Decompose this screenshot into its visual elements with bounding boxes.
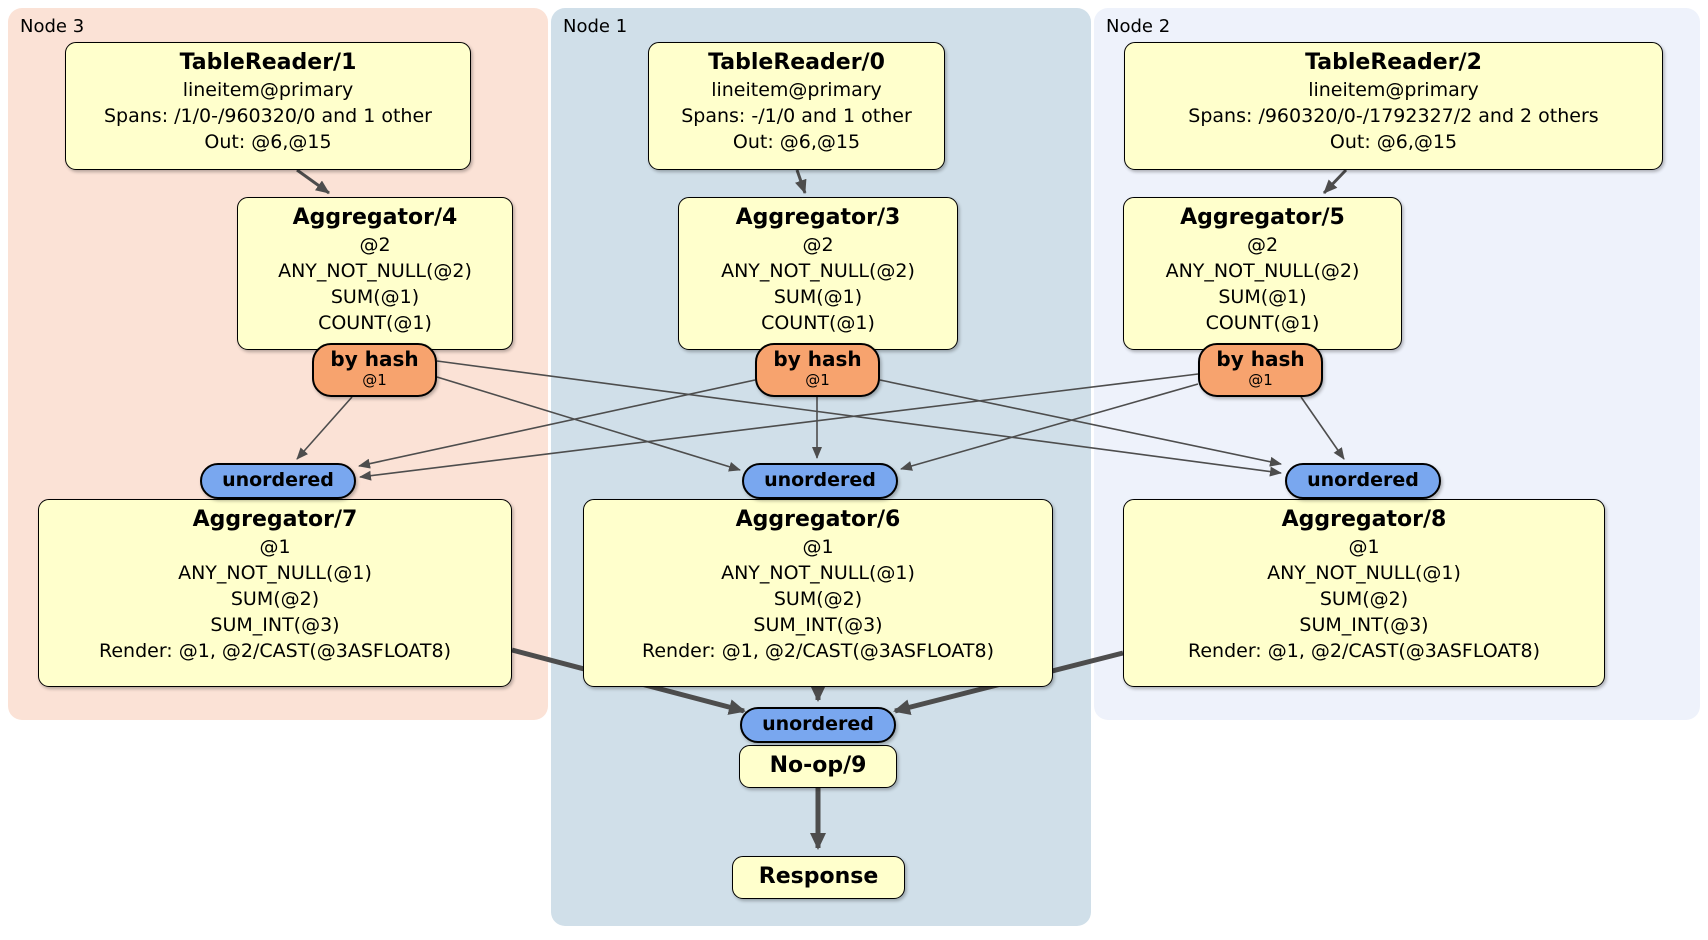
processor-detail-line: lineitem@primary bbox=[711, 79, 882, 101]
processor-detail-line: SUM(@2) bbox=[230, 588, 320, 610]
processor-detail-line: SUM(@1) bbox=[1218, 286, 1307, 308]
processor-detail-line: lineitem@primary bbox=[182, 79, 354, 101]
sync-unordered-node3: unordered bbox=[200, 463, 356, 499]
edge-bh1-u3 bbox=[436, 360, 1282, 477]
processor-detail-line: Render: @1, @2/CAST(@3ASFLOAT8) bbox=[99, 640, 451, 662]
edge-tr1-agg4 bbox=[296, 168, 330, 195]
edge-bh3-u2 bbox=[900, 383, 1199, 471]
edge-tr2-agg5 bbox=[1322, 168, 1348, 195]
processor-title: Aggregator/4 bbox=[292, 205, 458, 230]
processor-detail-line: SUM_INT(@3) bbox=[753, 614, 883, 636]
processor-detail-line: ANY_NOT_NULL(@2) bbox=[1165, 260, 1360, 282]
processor-detail-line: Render: @1, @2/CAST(@3ASFLOAT8) bbox=[1188, 640, 1540, 662]
processor-detail-line: COUNT(@1) bbox=[318, 312, 432, 334]
router-key: @1 bbox=[1248, 371, 1273, 389]
edge-bh2-u3 bbox=[879, 379, 1282, 467]
router-label: by hash bbox=[773, 347, 862, 371]
edge-bh3-u1 bbox=[359, 373, 1199, 481]
processor-detail-line: ANY_NOT_NULL(@1) bbox=[721, 562, 915, 584]
processor-title: TableReader/1 bbox=[179, 50, 357, 75]
sync-unordered-final: unordered bbox=[740, 707, 896, 743]
processor-title: TableReader/0 bbox=[708, 50, 885, 75]
edge-tr0-agg3 bbox=[795, 169, 807, 194]
processor-detail-line: SUM(@1) bbox=[330, 286, 420, 308]
edge-bh1-u2 bbox=[436, 376, 741, 472]
processor-detail-line: ANY_NOT_NULL(@1) bbox=[178, 562, 372, 584]
processor-detail-line: @2 bbox=[802, 234, 834, 256]
processor-detail-line: COUNT(@1) bbox=[761, 312, 875, 334]
processor-detail-line: Out: @6,@15 bbox=[204, 131, 332, 153]
processor-detail-line: SUM(@1) bbox=[773, 286, 863, 308]
sync-unordered-node1: unordered bbox=[742, 463, 898, 499]
processor-detail-line: ANY_NOT_NULL(@2) bbox=[278, 260, 472, 282]
processor-detail-line: @1 bbox=[259, 536, 291, 558]
processor-detail-line: Out: @6,@15 bbox=[1329, 131, 1458, 153]
processor-title: No-op/9 bbox=[769, 753, 867, 778]
processor-noop-9: No-op/9 bbox=[739, 745, 897, 788]
processor-detail-line: Out: @6,@15 bbox=[732, 131, 861, 153]
region-node3-label: Node 3 bbox=[20, 16, 85, 37]
processor-title: Aggregator/8 bbox=[1281, 507, 1447, 532]
processor-detail-line: SUM_INT(@3) bbox=[210, 614, 340, 636]
processor-detail-line: SUM_INT(@3) bbox=[1299, 614, 1429, 636]
processor-detail-line: ANY_NOT_NULL(@1) bbox=[1267, 562, 1461, 584]
processor-response: Response bbox=[732, 856, 905, 899]
processor-detail-line: @2 bbox=[359, 234, 391, 256]
processor-detail-line: SUM(@2) bbox=[773, 588, 863, 610]
processor-detail-line: Render: @1, @2/CAST(@3ASFLOAT8) bbox=[642, 640, 994, 662]
edge-bh2-u1 bbox=[358, 379, 756, 469]
processor-detail-line: ANY_NOT_NULL(@2) bbox=[721, 260, 915, 282]
edge-bh3-u3 bbox=[1300, 396, 1345, 460]
region-node1-label: Node 1 bbox=[563, 16, 628, 37]
processor-detail-line: @2 bbox=[1246, 234, 1279, 256]
processor-detail-line: SUM(@2) bbox=[1319, 588, 1409, 610]
processor-title: Aggregator/7 bbox=[192, 507, 358, 532]
router-key: @1 bbox=[362, 371, 387, 389]
router-label: by hash bbox=[330, 347, 419, 371]
processor-title: Aggregator/6 bbox=[735, 507, 901, 532]
router-key: @1 bbox=[805, 371, 830, 389]
region-node2-label: Node 2 bbox=[1106, 16, 1171, 37]
edge-bh1-u1 bbox=[296, 396, 353, 460]
processor-detail-line: Spans: /1/0-/960320/0 and 1 other bbox=[104, 105, 432, 127]
router-label: by hash bbox=[1216, 347, 1305, 371]
router-by-hash-node3: by hash @1 bbox=[312, 343, 437, 397]
processor-title: Aggregator/5 bbox=[1180, 205, 1345, 230]
processor-title: TableReader/2 bbox=[1305, 50, 1482, 75]
processor-detail-line: lineitem@primary bbox=[1308, 79, 1479, 101]
router-by-hash-node1: by hash @1 bbox=[755, 343, 880, 397]
processor-detail-line: Spans: /960320/0-/1792327/2 and 2 others bbox=[1188, 105, 1599, 127]
processor-detail-line: @1 bbox=[1348, 536, 1380, 558]
sync-unordered-node2: unordered bbox=[1285, 463, 1441, 499]
processor-detail-line: Spans: -/1/0 and 1 other bbox=[681, 105, 912, 127]
processor-title: Response bbox=[758, 864, 879, 889]
processor-detail-line: @1 bbox=[802, 536, 834, 558]
router-by-hash-node2: by hash @1 bbox=[1198, 343, 1323, 397]
processor-title: Aggregator/3 bbox=[735, 205, 901, 230]
processor-detail-line: COUNT(@1) bbox=[1205, 312, 1320, 334]
